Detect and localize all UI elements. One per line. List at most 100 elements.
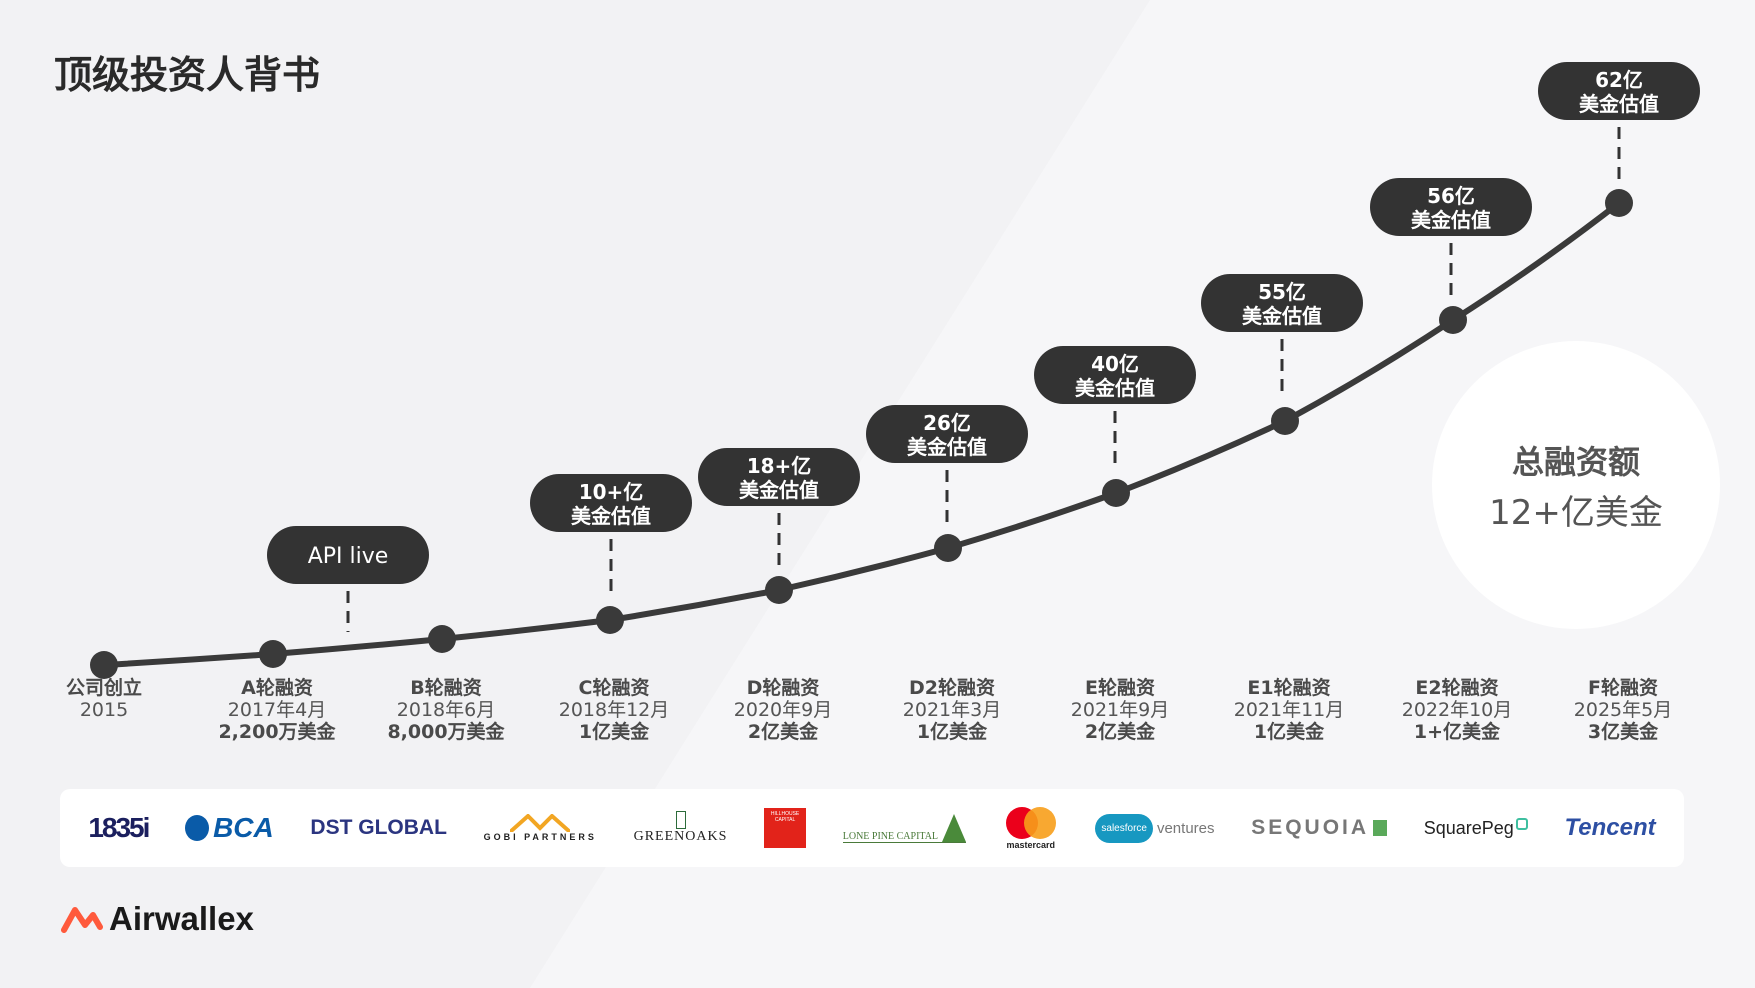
callout-label: API live	[308, 544, 389, 569]
milestone-name: D2轮融资	[909, 676, 995, 699]
milestone-date: 2021年9月	[1071, 699, 1169, 721]
milestone-dot	[90, 651, 118, 679]
callout-unit: 美金估值	[907, 435, 987, 459]
page-title: 顶级投资人背书	[54, 53, 321, 97]
milestone-name: F轮融资	[1588, 676, 1658, 699]
milestone-name: A轮融资	[241, 676, 313, 699]
sequoia-wordmark: SEQUOIA	[1251, 816, 1370, 839]
milestone-date: 2021年11月	[1234, 699, 1345, 721]
milestone-date: 2018年6月	[397, 699, 495, 721]
milestone-date: 2017年4月	[228, 699, 326, 721]
squarepeg-dot-icon	[1515, 817, 1528, 830]
milestone-name: E1轮融资	[1247, 676, 1330, 699]
investor-logo-bca: BCA	[185, 812, 274, 844]
milestone-date: 2025年5月	[1574, 699, 1672, 721]
mastercard-circles-icon	[1005, 807, 1056, 839]
milestone-date: 2021年3月	[903, 699, 1001, 721]
milestone-amount: 1+亿美金	[1414, 720, 1501, 743]
milestone-amount: 1亿美金	[917, 720, 988, 743]
gobi-mountain-icon	[510, 814, 571, 832]
investor-logo-salesforce-ventures: salesforce ventures	[1095, 813, 1215, 843]
greenoaks-wordmark: GREENOAKS	[633, 829, 728, 844]
total-funding-label: 总融资额	[1511, 442, 1640, 481]
milestone-name: 公司创立	[66, 676, 142, 699]
callout-bubble	[1370, 178, 1532, 236]
milestone-name: E轮融资	[1085, 676, 1155, 699]
callout-bubble	[1538, 62, 1700, 120]
investor-logo-dst-global: DST GLOBAL	[310, 816, 447, 839]
callout-value: 56亿	[1427, 184, 1475, 208]
callout-bubble	[1201, 274, 1363, 332]
milestone-amount: 1亿美金	[1254, 720, 1325, 743]
bca-wordmark: BCA	[213, 812, 274, 843]
callout-value: 18+亿	[747, 454, 812, 478]
milestone-name: D轮融资	[747, 676, 820, 699]
milestone-name: E2轮融资	[1415, 676, 1498, 699]
milestone-amount: 2亿美金	[1085, 720, 1156, 743]
milestone-name: C轮融资	[579, 676, 650, 699]
callout-value: 62亿	[1595, 68, 1643, 92]
callout-bubble	[1034, 346, 1196, 404]
callout-unit: 美金估值	[739, 478, 819, 502]
investor-logo-sequoia: SEQUOIA	[1251, 816, 1388, 840]
gobi-wordmark: GOBI PARTNERS	[483, 832, 597, 842]
airwallex-mark-icon	[61, 907, 103, 933]
milestone-dot	[596, 606, 624, 634]
callout-bubble	[698, 448, 860, 506]
callout-unit: 美金估值	[1579, 92, 1659, 116]
salesforce-cloud-icon: salesforce	[1095, 813, 1153, 843]
milestone-dot	[259, 640, 287, 668]
milestone-amount: 2,200万美金	[218, 720, 336, 743]
milestone-dot	[1102, 479, 1130, 507]
airwallex-logo: Airwallex	[61, 900, 254, 938]
milestone-dot	[1271, 407, 1299, 435]
investor-logo-strip: 1835i BCA DST GLOBAL GOBI PARTNERS GREEN…	[60, 789, 1684, 867]
callout-unit: 美金估值	[1075, 376, 1155, 400]
milestone-amount: 2亿美金	[748, 720, 819, 743]
investor-logo-hillhouse: HILLHOUSE CAPITAL	[764, 808, 807, 848]
milestone-dot	[934, 534, 962, 562]
airwallex-wordmark: Airwallex	[109, 900, 254, 937]
callout-value: 40亿	[1091, 352, 1139, 376]
greenoaks-emblem-icon	[675, 811, 686, 829]
squarepeg-wordmark: SquarePeg	[1423, 817, 1514, 838]
lone-pine-wordmark: LONE PINE CAPITAL	[842, 830, 939, 842]
callout-bubble	[866, 405, 1028, 463]
investor-logo-1835i: 1835i	[88, 812, 150, 843]
investor-logo-squarepeg: SquarePeg	[1423, 817, 1528, 839]
mastercard-wordmark: mastercard	[1006, 840, 1055, 850]
callout-value: 55亿	[1258, 280, 1306, 304]
milestone-date: 2015	[80, 699, 128, 721]
milestone-date: 2020年9月	[734, 699, 832, 721]
investor-logo-lone-pine: LONE PINE CAPITAL	[842, 813, 967, 843]
callout-unit: 美金估值	[1411, 208, 1491, 232]
callout-unit: 美金估值	[571, 504, 651, 528]
total-funding-value: 12+亿美金	[1489, 492, 1663, 533]
callout-bubble	[267, 526, 429, 584]
milestone-dot	[1605, 189, 1633, 217]
milestone-date: 2018年12月	[559, 699, 670, 721]
milestone-date: 2022年10月	[1402, 699, 1513, 721]
milestone-name: B轮融资	[410, 676, 481, 699]
total-funding-circle: 总融资额 12+亿美金	[1432, 341, 1720, 629]
bca-emblem-icon	[185, 815, 210, 841]
sequoia-leaf-icon	[1373, 820, 1388, 836]
milestone-amount: 3亿美金	[1588, 720, 1659, 743]
callout-value: 10+亿	[579, 480, 644, 504]
investor-logo-mastercard: mastercard	[1003, 806, 1059, 850]
investor-logo-gobi: GOBI PARTNERS	[484, 814, 597, 842]
milestone-dot	[765, 576, 793, 604]
milestone-amount: 1亿美金	[579, 720, 650, 743]
callout-value: 26亿	[923, 411, 971, 435]
investor-logo-tencent: Tencent	[1564, 814, 1656, 841]
valuation-callout: API live	[267, 526, 429, 632]
